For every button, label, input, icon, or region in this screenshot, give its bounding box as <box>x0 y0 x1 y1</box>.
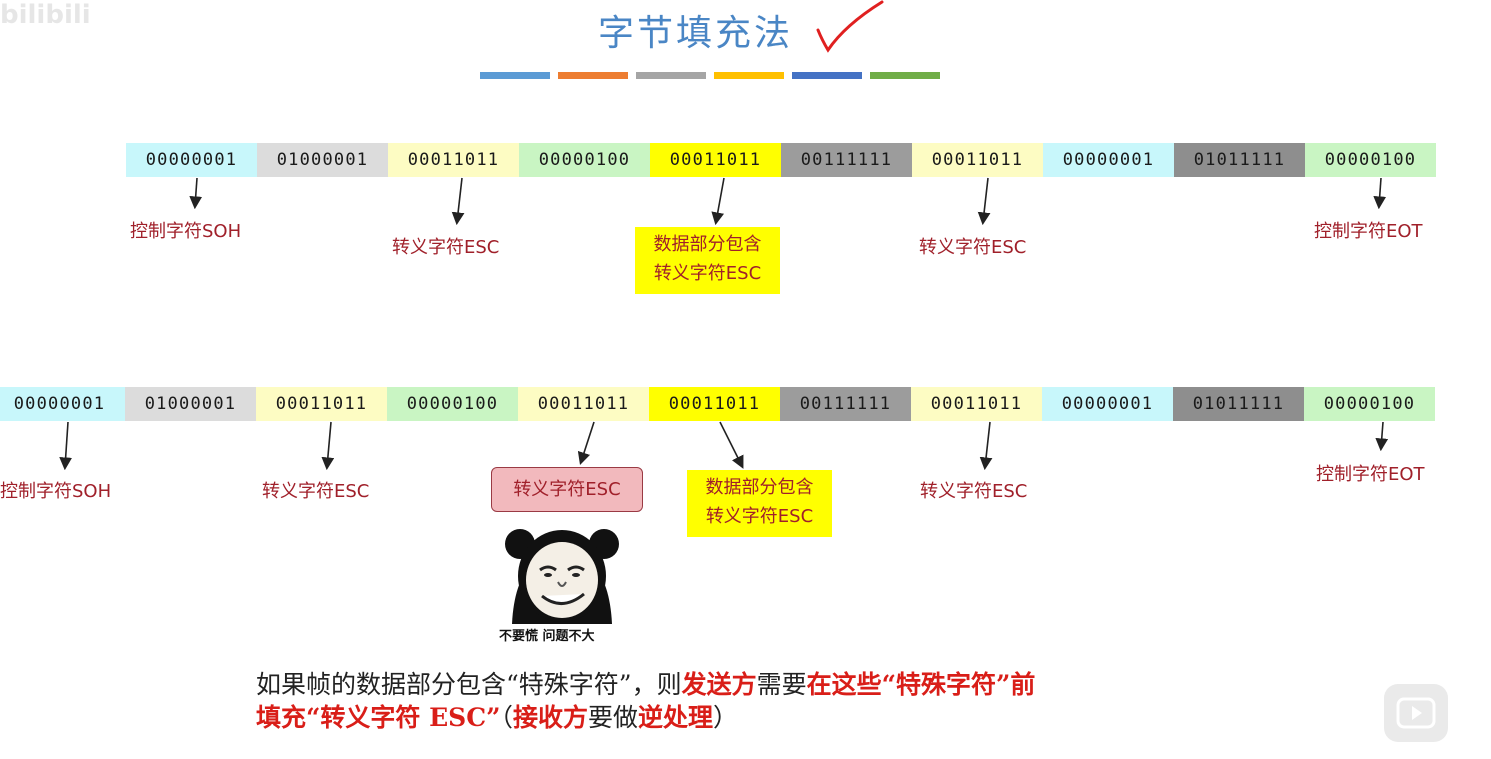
byte-data: 00000001 <box>1043 143 1174 177</box>
label-eot: 控制字符EOT <box>1314 221 1423 242</box>
meme-caption: 不要慌 问题不大 <box>499 629 595 644</box>
byte-data-esc: 00011011 <box>649 387 780 421</box>
byte-data: 00111111 <box>780 387 911 421</box>
arrow <box>1373 177 1387 210</box>
byte-eot: 00000100 <box>1304 387 1435 421</box>
arrow <box>1375 421 1389 452</box>
byte-inserted-esc: 00011011 <box>518 387 649 421</box>
label-soh: 控制字符SOH <box>0 481 112 502</box>
check-mark-icon <box>816 0 884 53</box>
byte-soh: 00000001 <box>126 143 257 177</box>
byte-eot: 00000100 <box>1305 143 1436 177</box>
label-esc: 转义字符ESC <box>919 237 1027 258</box>
play-icon <box>1396 697 1436 729</box>
text: 要做 <box>588 703 639 732</box>
panda-meme-image <box>505 529 619 626</box>
byte-data: 01000001 <box>125 387 256 421</box>
play-button[interactable] <box>1384 684 1448 742</box>
text: 需要 <box>756 670 807 699</box>
text: （ <box>500 703 513 732</box>
byte-esc: 00011011 <box>388 143 519 177</box>
data-esc-line1: 数据部分包含 <box>653 234 762 255</box>
byte-data: 00000100 <box>519 143 650 177</box>
byte-data: 00000001 <box>1042 387 1173 421</box>
highlight-before-special: 在这些“特殊字符”前 <box>806 670 1036 699</box>
data-esc-box: 数据部分包含 转义字符ESC <box>687 470 832 537</box>
label-soh: 控制字符SOH <box>130 221 242 242</box>
arrow <box>59 421 73 471</box>
arrow <box>321 421 335 471</box>
frame-row-stuffed: 00000001 01000001 00011011 00000100 0001… <box>0 387 1435 421</box>
arrow <box>979 421 993 471</box>
data-esc-line2: 转义字符ESC <box>705 506 814 527</box>
color-bar-segment <box>870 72 940 79</box>
label-eot: 控制字符EOT <box>1316 464 1425 485</box>
highlight-reverse: 逆处理 <box>638 703 714 732</box>
page-title: 字节填充法 <box>598 13 794 54</box>
explanation-line2: 填充“转义字符 ESC”（接收方要做逆处理） <box>256 698 738 734</box>
byte-esc: 00011011 <box>911 387 1042 421</box>
data-esc-box: 数据部分包含 转义字符ESC <box>635 227 780 294</box>
byte-data-esc: 00011011 <box>650 143 781 177</box>
color-bar-segment <box>558 72 628 79</box>
watermark: bilibili <box>0 0 91 30</box>
byte-esc: 00011011 <box>912 143 1043 177</box>
label-esc: 转义字符ESC <box>392 237 500 258</box>
label-esc: 转义字符ESC <box>920 481 1028 502</box>
highlight-fill-esc: 填充“转义字符 ESC” <box>256 703 501 732</box>
data-esc-line2: 转义字符ESC <box>653 263 762 284</box>
arrow <box>189 177 203 210</box>
frame-row-original: 00000001 01000001 00011011 00000100 0001… <box>126 143 1436 177</box>
highlight-sender: 发送方 <box>681 670 757 699</box>
text: 如果帧的数据部分包含“特殊字符”，则 <box>256 670 682 699</box>
arrow <box>577 421 595 466</box>
label-esc: 转义字符ESC <box>262 481 370 502</box>
byte-data: 00000100 <box>387 387 518 421</box>
highlight-receiver: 接收方 <box>513 703 589 732</box>
text: ） <box>713 703 739 732</box>
byte-esc: 00011011 <box>256 387 387 421</box>
arrow <box>977 177 991 226</box>
color-bar-segment <box>480 72 550 79</box>
byte-data: 00111111 <box>781 143 912 177</box>
byte-data: 01011111 <box>1173 387 1304 421</box>
arrow <box>719 421 744 469</box>
inserted-esc-box: 转义字符ESC <box>491 467 643 512</box>
byte-data: 01000001 <box>257 143 388 177</box>
arrow <box>451 177 465 226</box>
byte-data: 01011111 <box>1174 143 1305 177</box>
color-bar-segment <box>636 72 706 79</box>
data-esc-line1: 数据部分包含 <box>705 477 814 498</box>
explanation-line1: 如果帧的数据部分包含“特殊字符”，则发送方需要在这些“特殊字符”前 <box>256 665 1035 701</box>
color-bar-segment <box>792 72 862 79</box>
arrow <box>711 177 725 226</box>
byte-soh: 00000001 <box>0 387 125 421</box>
color-bar-segment <box>714 72 784 79</box>
